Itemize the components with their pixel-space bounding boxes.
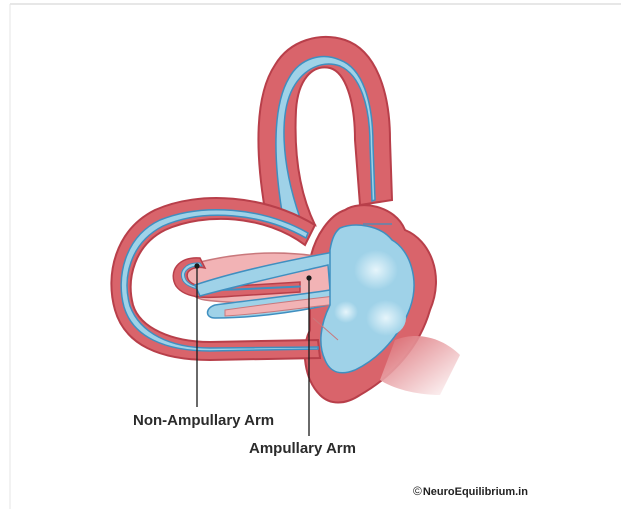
copyright-notice: ©NeuroEquilibrium.in: [413, 484, 528, 498]
superior-canal: [258, 37, 392, 225]
non-ampullary-arm-label: Non-Ampullary Arm: [133, 412, 274, 429]
copyright-text: NeuroEquilibrium.in: [423, 486, 528, 498]
ampullary-arm-label: Ampullary Arm: [249, 440, 356, 457]
copyright-symbol: ©: [413, 484, 422, 498]
